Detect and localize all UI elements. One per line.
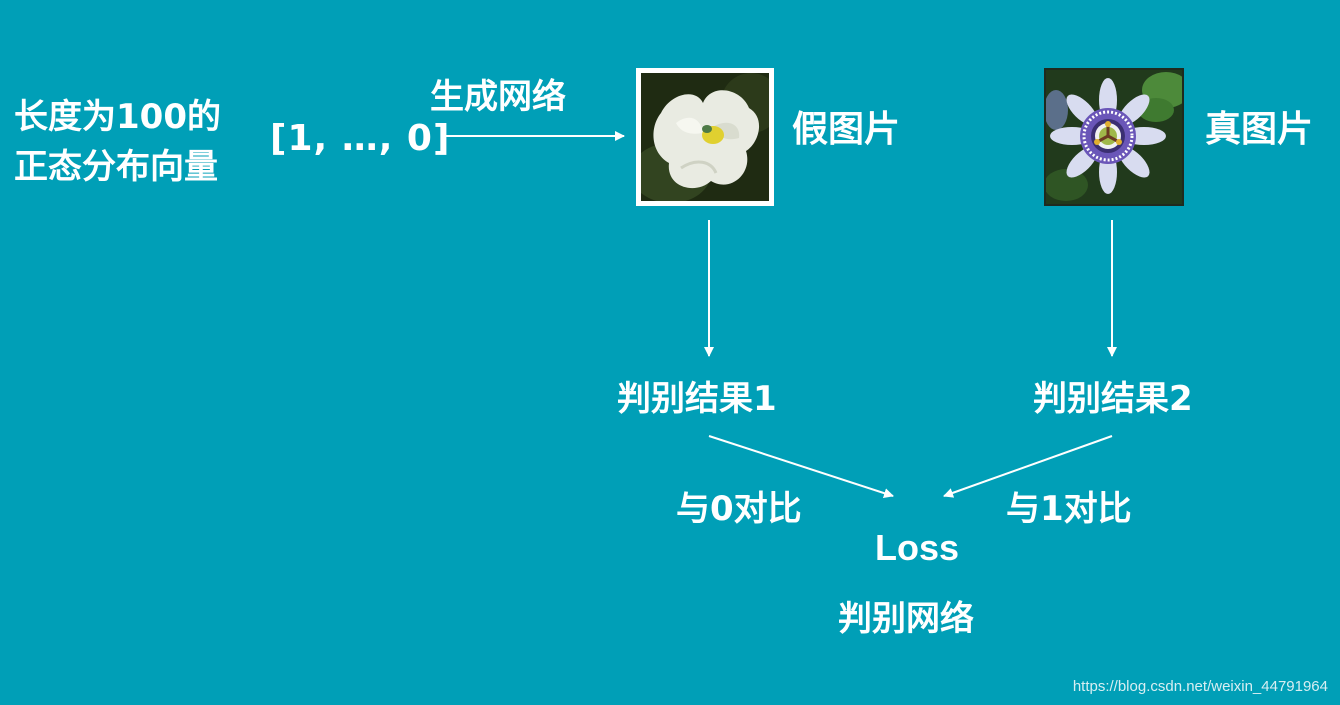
- compare-with-1-label: 与1对比: [1006, 489, 1132, 529]
- fake-image-label: 假图片: [792, 109, 901, 150]
- generator-network-label: 生成网络: [430, 77, 566, 117]
- discriminator-network-label: 判别网络: [838, 599, 974, 639]
- arrow-result1-to-loss: [708, 435, 894, 498]
- discriminator-result-2: 判别结果2: [1033, 379, 1193, 419]
- white-flower-icon: [641, 73, 769, 201]
- watermark: https://blog.csdn.net/weixin_44791964: [1072, 678, 1328, 695]
- real-image: [1044, 68, 1184, 206]
- real-image-label: 真图片: [1205, 109, 1314, 150]
- passion-flower-icon: [1046, 70, 1182, 204]
- compare-with-0-label: 与0对比: [676, 489, 802, 529]
- arrow-result2-to-loss: [943, 435, 1113, 498]
- loss-label: Loss: [875, 527, 960, 568]
- fake-image: [636, 68, 774, 206]
- noise-description-line1: 长度为100的: [14, 97, 221, 137]
- discriminator-result-1: 判别结果1: [617, 379, 777, 419]
- noise-description-line2: 正态分布向量: [14, 147, 218, 187]
- noise-vector: [1, …, 0]: [270, 118, 451, 159]
